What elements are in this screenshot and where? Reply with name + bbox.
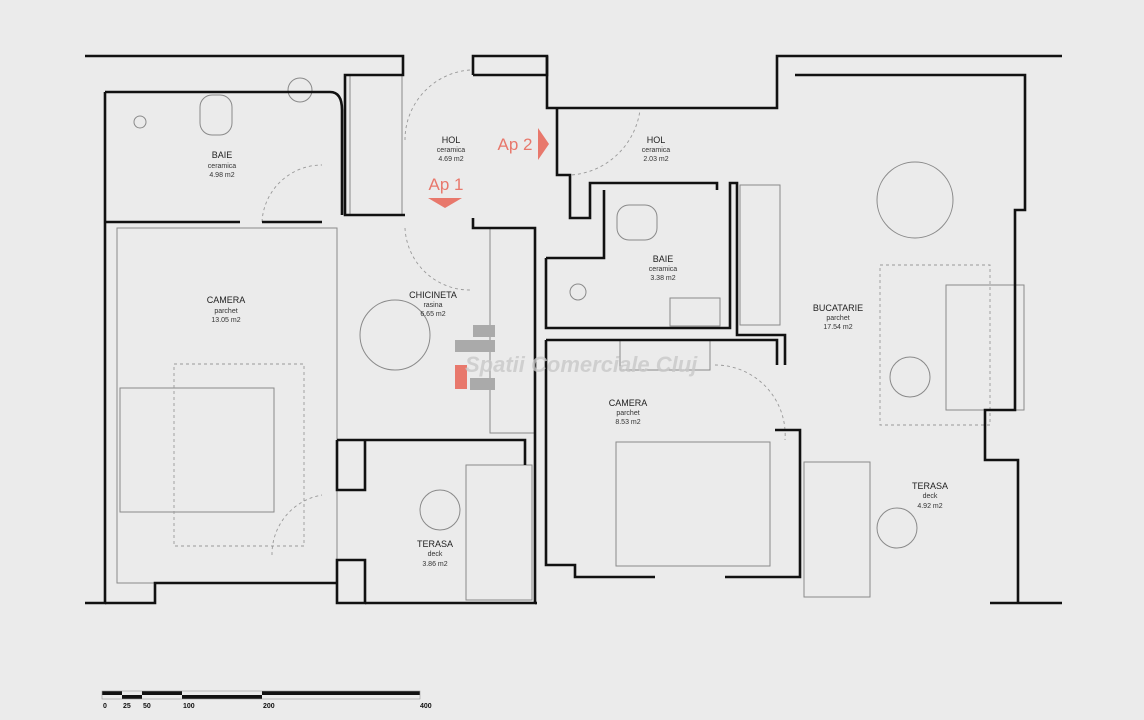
room-label-text: parchet	[214, 308, 237, 315]
scale-tick: 50	[143, 703, 151, 710]
scale-tick: 25	[123, 703, 131, 710]
room-label-text: BUCATARIE	[813, 303, 863, 313]
room-label-text: CAMERA	[609, 398, 648, 408]
scale-tick: 200	[263, 703, 275, 710]
room-label-text: parchet	[826, 315, 849, 322]
room-terasa-2: TERASA deck 4.92 m2	[912, 481, 948, 510]
room-label-text: BAIE	[653, 254, 674, 264]
scale-bar: 0 25 50 100 200 400	[101, 690, 432, 710]
room-label-text: CAMERA	[207, 295, 246, 305]
walls	[85, 54, 1062, 605]
watermark-text: Spatii Comerciale Cluj	[465, 352, 698, 377]
entrance-ap1: Ap 1	[428, 175, 463, 208]
table-kitchen	[876, 161, 954, 239]
table-kitchenette	[359, 299, 431, 371]
room-label-text: 17.54 m2	[823, 324, 852, 331]
room-label-text: rasina	[423, 302, 442, 309]
room-label-text: 4.69 m2	[438, 156, 463, 163]
room-label-text: 6.65 m2	[420, 311, 445, 318]
arrow-down-icon	[428, 198, 462, 208]
room-label-text: deck	[923, 493, 938, 500]
room-baie-1: BAIE ceramica 4.98 m2	[208, 150, 237, 179]
room-label-text: ceramica	[208, 163, 237, 170]
entrance-ap2: Ap 2	[498, 128, 549, 160]
room-hol-2: HOL ceramica 2.03 m2	[642, 135, 671, 163]
room-label-text: deck	[428, 551, 443, 558]
room-label-text: 4.98 m2	[209, 172, 234, 179]
room-camera-2: CAMERA parchet 8.53 m2	[609, 398, 648, 426]
room-label-text: 3.38 m2	[650, 275, 675, 282]
kitchen-counter	[739, 184, 781, 326]
bed-left	[119, 387, 275, 513]
room-label-text: parchet	[616, 410, 639, 417]
scale-tick: 100	[183, 703, 195, 710]
room-label-text: HOL	[647, 135, 666, 145]
room-label-text: 3.86 m2	[422, 561, 447, 568]
room-label-text: 2.03 m2	[643, 156, 668, 163]
ap1-label: Ap 1	[429, 175, 464, 194]
room-label-text: 13.05 m2	[211, 317, 240, 324]
room-label-text: CHICINETA	[409, 290, 457, 300]
room-labels: BAIE ceramica 4.98 m2 HOL ceramica 4.69 m2 H…	[207, 135, 948, 568]
bed-right	[615, 441, 771, 567]
arrow-right-icon	[538, 128, 549, 160]
room-terasa-1: TERASA deck 3.86 m2	[417, 539, 453, 568]
ap2-label: Ap 2	[498, 135, 533, 154]
room-label-text: ceramica	[437, 147, 466, 154]
room-hol-1: HOL ceramica 4.69 m2	[437, 135, 466, 163]
room-label-text: ceramica	[642, 147, 671, 154]
room-bucatarie: BUCATARIE parchet 17.54 m2	[813, 303, 863, 331]
room-label-text: 8.53 m2	[615, 419, 640, 426]
room-chicineta: CHICINETA rasina 6.65 m2	[409, 290, 457, 318]
room-baie-2: BAIE ceramica 3.38 m2	[649, 254, 678, 282]
watermark: Spatii Comerciale Cluj	[455, 325, 698, 390]
sofa	[945, 284, 1025, 411]
room-label-text: ceramica	[649, 266, 678, 273]
interior-outlines	[116, 69, 1025, 601]
room-label-text: TERASA	[912, 481, 948, 491]
room-camera-1: CAMERA parchet 13.05 m2	[207, 295, 246, 324]
scale-tick: 400	[420, 703, 432, 710]
room-label-text: 4.92 m2	[917, 503, 942, 510]
scale-tick: 0	[103, 703, 107, 710]
room-label-text: BAIE	[212, 150, 233, 160]
room-label-text: HOL	[442, 135, 461, 145]
room-label-text: TERASA	[417, 539, 453, 549]
kitchenette-counter	[489, 227, 536, 434]
